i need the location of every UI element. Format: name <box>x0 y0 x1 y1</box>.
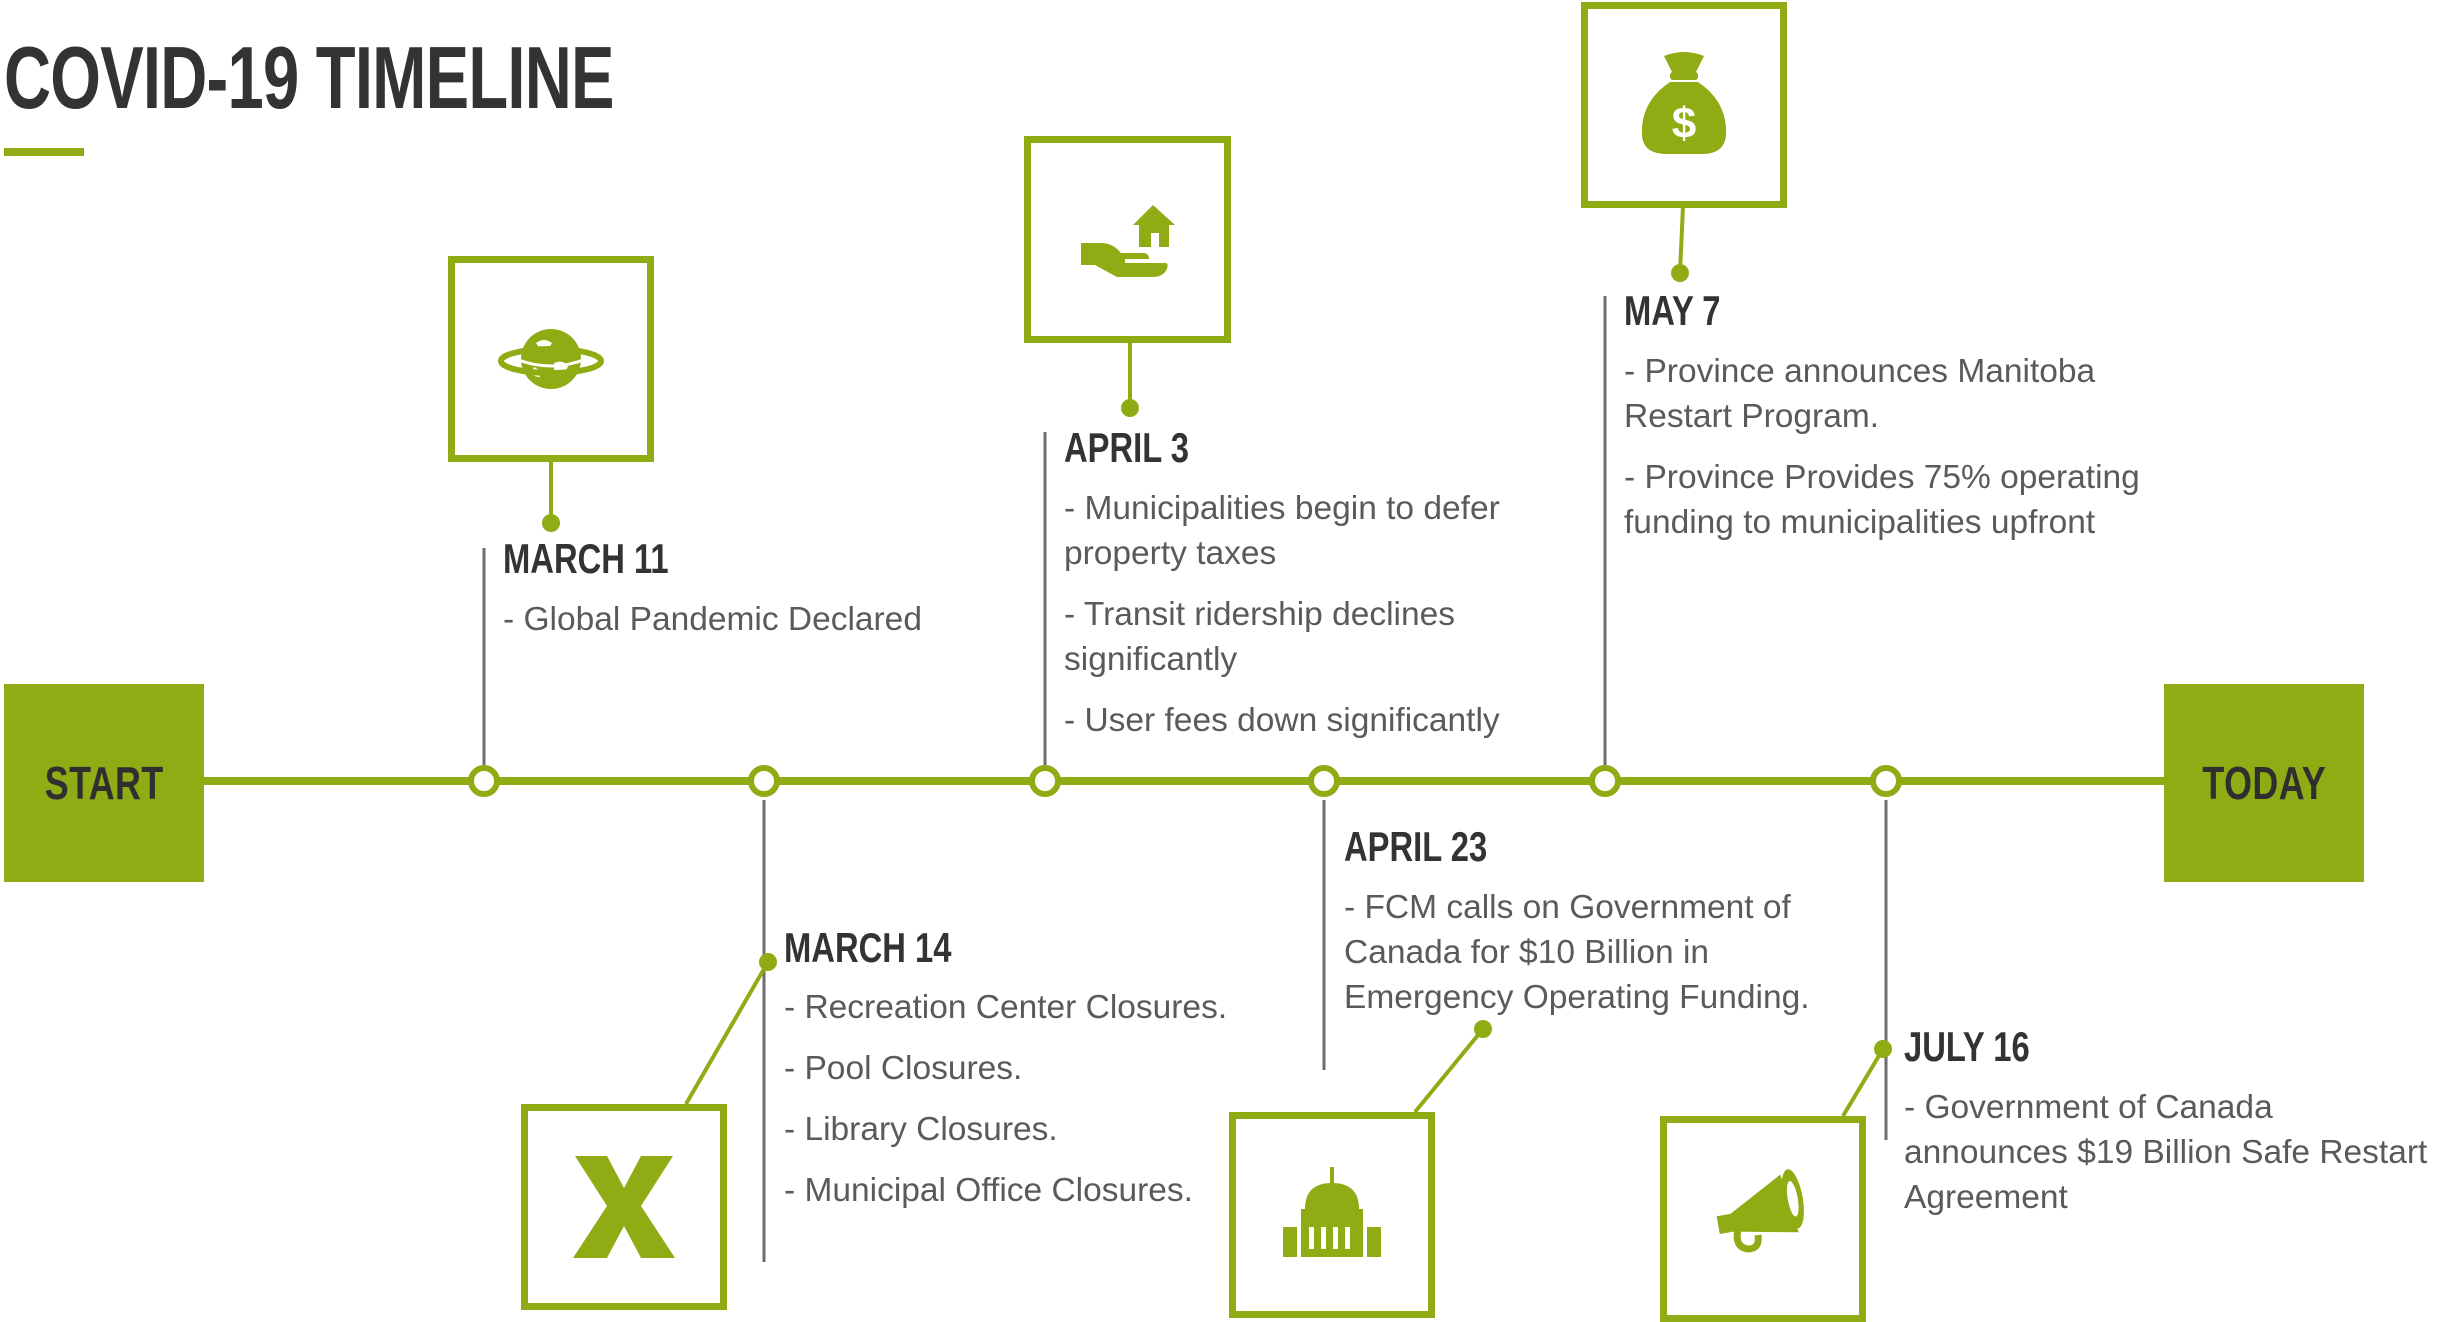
event-item: - Recreation Center Closures. <box>784 989 1228 1026</box>
event-list-march-14: - Recreation Center Closures. - Pool Clo… <box>784 985 1254 1229</box>
event-item: - Pool Closures. <box>784 1050 1023 1087</box>
event-item: - Government of Canada announces $19 Bil… <box>1904 1089 2428 1216</box>
event-list-april-23: - FCM calls on Government of Canada for … <box>1344 885 1834 1036</box>
date-march-14: MARCH 14 <box>784 924 952 971</box>
page-title: COVID-19 TIMELINE <box>4 28 614 127</box>
event-item: - Library Closures. <box>784 1111 1058 1148</box>
event-item: - Municipalities begin to defer property… <box>1064 490 1500 572</box>
date-april-3: APRIL 3 <box>1064 424 1190 471</box>
start-box: START <box>4 684 204 882</box>
timeline-markers <box>468 765 1902 797</box>
event-item: - Province announces Manitoba Restart Pr… <box>1624 353 2096 435</box>
icon-box-april-23 <box>1229 1112 1435 1318</box>
globe-icon <box>498 329 604 389</box>
icon-box-april-3 <box>1024 136 1231 343</box>
event-item: - Global Pandemic Declared <box>503 601 922 638</box>
icon-box-march-14 <box>521 1104 727 1310</box>
event-item: - FCM calls on Government of Canada for … <box>1344 889 1810 1016</box>
event-list-march-11: - Global Pandemic Declared <box>503 597 933 658</box>
marker-april-3 <box>1029 765 1061 797</box>
start-label: START <box>44 757 164 809</box>
government-building-icon <box>1283 1167 1381 1257</box>
date-july-16: JULY 16 <box>1904 1023 2030 1070</box>
date-may-7: MAY 7 <box>1624 287 1721 334</box>
event-item: - Transit ridership declines significant… <box>1064 596 1455 678</box>
marker-may-7 <box>1589 765 1621 797</box>
date-april-23: APRIL 23 <box>1344 823 1488 870</box>
event-list-july-16: - Government of Canada announces $19 Bil… <box>1904 1085 2440 1236</box>
marker-july-16 <box>1870 765 1902 797</box>
hand-house-icon <box>1080 204 1175 277</box>
svg-text:$: $ <box>1672 99 1696 148</box>
event-item: - Municipal Office Closures. <box>784 1172 1193 1209</box>
icon-box-july-16 <box>1660 1116 1866 1322</box>
marker-march-14 <box>748 765 780 797</box>
title-underline <box>4 148 84 156</box>
money-bag-icon: $ <box>1641 52 1727 154</box>
event-list-april-3: - Municipalities begin to defer property… <box>1064 486 1534 759</box>
event-item: - Province Provides 75% operating fundin… <box>1624 459 2140 541</box>
megaphone-icon <box>1716 1169 1804 1253</box>
icon-box-march-11 <box>448 256 654 462</box>
event-item: - User fees down significantly <box>1064 702 1500 739</box>
date-march-11: MARCH 11 <box>503 535 669 582</box>
marker-april-23 <box>1308 765 1340 797</box>
marker-march-11 <box>468 765 500 797</box>
today-label: TODAY <box>2202 757 2326 809</box>
today-box: TODAY <box>2164 684 2364 882</box>
event-list-may-7: - Province announces Manitoba Restart Pr… <box>1624 349 2184 561</box>
icon-box-may-7: $ <box>1581 2 1787 208</box>
x-icon <box>573 1156 675 1258</box>
